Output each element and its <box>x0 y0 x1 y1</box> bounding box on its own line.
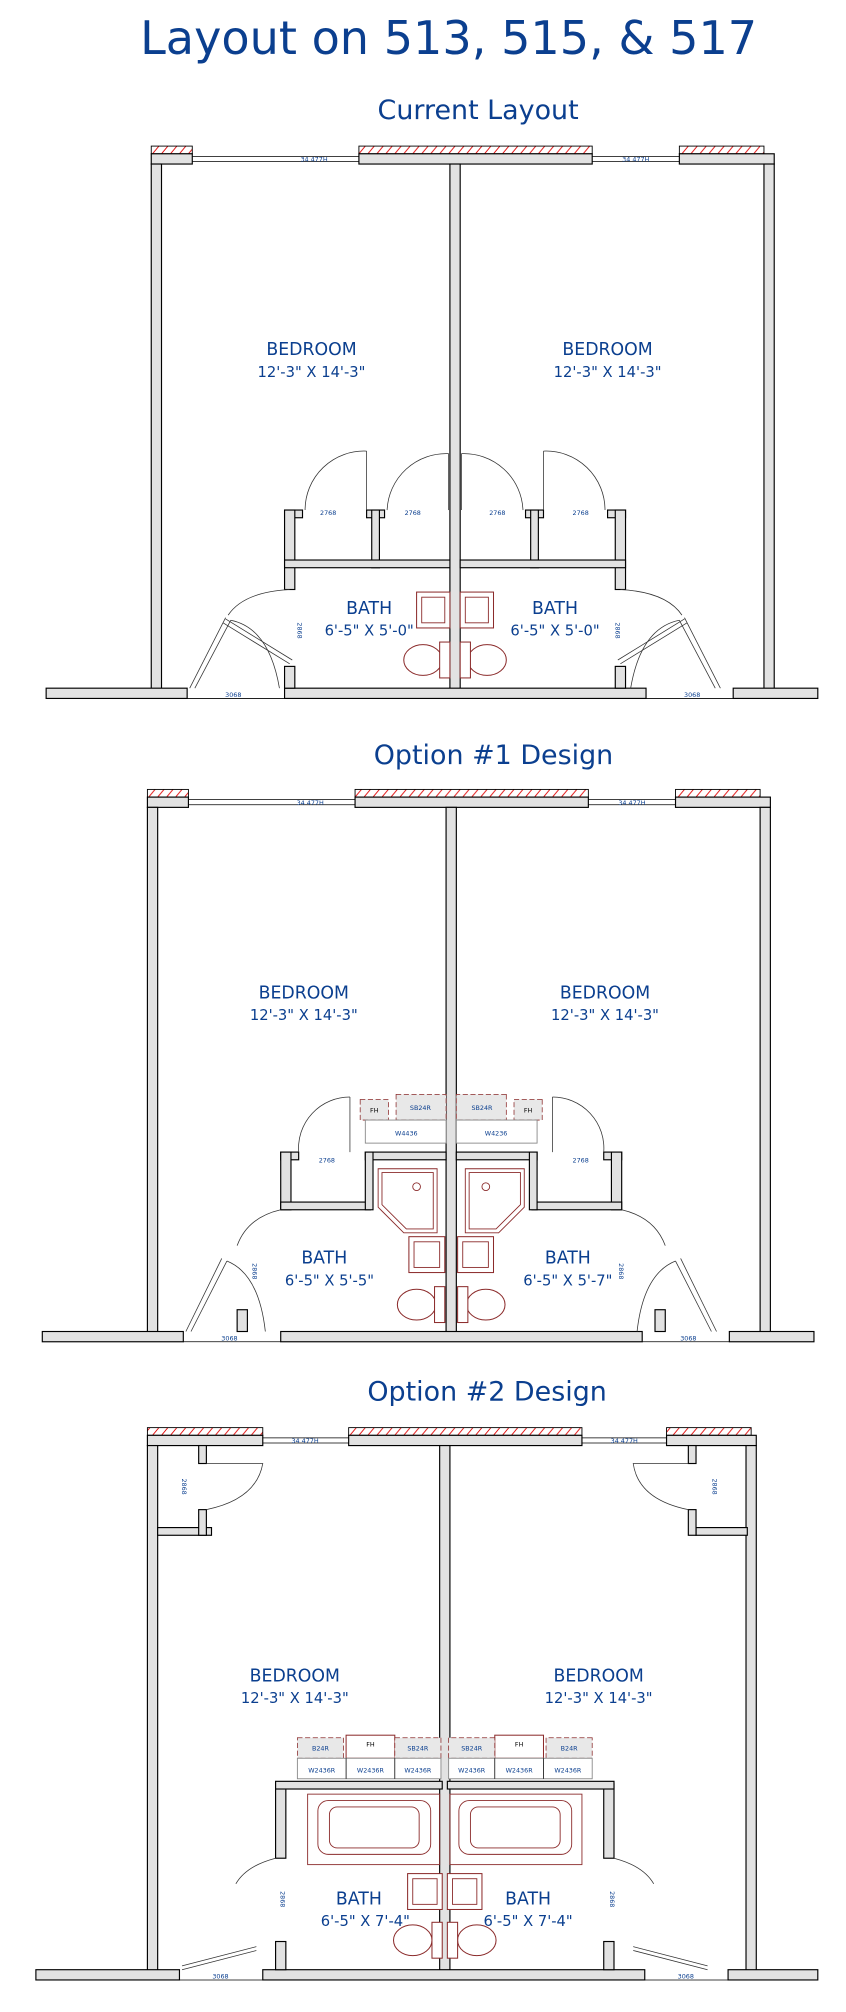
bath-dimensions: 6'-5" X 5'-0" <box>510 623 599 640</box>
door-label: 2868 <box>617 1263 625 1279</box>
bedroom-label: BEDROOM <box>553 1666 643 1686</box>
plan-heading: Current Layout <box>378 95 579 126</box>
window-label: 34 477H <box>611 1437 638 1445</box>
window-label: 34 477H <box>300 155 327 163</box>
bedroom-label: BEDROOM <box>266 340 356 360</box>
bath-label: BATH <box>505 1889 551 1909</box>
plan-heading: Option #2 Design <box>367 1377 606 1408</box>
bedroom-dimensions: 12'-3" X 14'-3" <box>545 1690 653 1707</box>
bath-dimensions: 6'-5" X 5'-0" <box>325 623 414 640</box>
window-label: 34 477H <box>291 1437 318 1445</box>
door-label: 2768 <box>319 1156 335 1164</box>
bath-dimensions: 6'-5" X 7'-4" <box>484 1913 573 1930</box>
bedroom-label: BEDROOM <box>562 340 652 360</box>
plan-option-2: Option #2 Design <box>35 1377 819 1981</box>
door-label: 2768 <box>405 509 421 517</box>
page-title: Layout on 513, 515, & 517 <box>140 11 757 65</box>
door-label: 2768 <box>320 509 336 517</box>
left-unit-interior <box>189 450 451 689</box>
bedroom-label: BEDROOM <box>259 983 349 1003</box>
cabinet-label: FH <box>515 1741 524 1749</box>
door-label: 3068 <box>221 1334 237 1342</box>
door-label: 2868 <box>180 1478 188 1494</box>
bedroom-dimensions: 12'-3" X 14'-3" <box>551 1007 659 1024</box>
door-label: 3068 <box>684 691 700 699</box>
cabinet-label: FH <box>370 1106 379 1114</box>
window-label: 34 477H <box>622 155 649 163</box>
cabinet-label: W2436R <box>554 1766 582 1774</box>
plan-option-1: Option #1 Design 34 477H 34 477H BEDROOM… <box>41 740 815 1342</box>
door-label: 2868 <box>295 622 303 638</box>
cabinet-label: SB24R <box>461 1745 483 1753</box>
bath-label: BATH <box>545 1249 591 1269</box>
door-label: 2868 <box>711 1478 719 1494</box>
cabinet-label: W2436R <box>404 1766 432 1774</box>
door-label: 2868 <box>613 622 621 638</box>
cabinet-label: W2436R <box>357 1766 385 1774</box>
cabinet-label: W2436R <box>506 1766 534 1774</box>
cabinet-label: W2436R <box>308 1766 336 1774</box>
bedroom-label: BEDROOM <box>250 1666 340 1686</box>
cabinet-label: FH <box>524 1106 533 1114</box>
bedroom-dimensions: 12'-3" X 14'-3" <box>250 1007 358 1024</box>
door-label: 2768 <box>573 509 589 517</box>
bedroom-dimensions: 12'-3" X 14'-3" <box>554 364 662 381</box>
door-label: 2768 <box>573 1156 589 1164</box>
cabinet-label: B24R <box>312 1745 330 1753</box>
cabinet-label: W4436 <box>395 1129 418 1137</box>
bath-label: BATH <box>336 1889 382 1909</box>
right-unit-interior <box>459 450 721 689</box>
window-label: 34 477H <box>297 799 324 807</box>
plan-current-layout: Current Layout 34 477H 34 477H BEDROOM 1… <box>45 95 819 699</box>
bedroom-dimensions: 12'-3" X 14'-3" <box>258 364 366 381</box>
plan-heading: Option #1 Design <box>374 740 613 771</box>
cabinet-label: W2436R <box>458 1766 486 1774</box>
bath-dimensions: 6'-5" X 5'-7" <box>523 1272 612 1289</box>
bath-label: BATH <box>532 599 578 619</box>
cabinet-label: W4236 <box>485 1129 508 1137</box>
bath-dimensions: 6'-5" X 7'-4" <box>321 1913 410 1930</box>
cabinet-label: SB24R <box>407 1745 429 1753</box>
cabinet-label: FH <box>366 1741 375 1749</box>
door-label: 3068 <box>212 1973 228 1981</box>
cabinet-label: B24R <box>561 1745 579 1753</box>
bath-label: BATH <box>346 599 392 619</box>
door-label: 2868 <box>279 1891 287 1907</box>
bedroom-label: BEDROOM <box>560 983 650 1003</box>
door-label: 2768 <box>489 509 505 517</box>
door-label: 3068 <box>678 1973 694 1981</box>
cabinet-label: SB24R <box>410 1104 432 1112</box>
bath-label: BATH <box>301 1249 347 1269</box>
door-label: 3068 <box>225 691 241 699</box>
bath-dimensions: 6'-5" X 5'-5" <box>285 1272 374 1289</box>
cabinet-label: SB24R <box>471 1104 493 1112</box>
bedroom-dimensions: 12'-3" X 14'-3" <box>241 1690 349 1707</box>
window-label: 34 477H <box>618 799 645 807</box>
door-label: 2868 <box>251 1263 259 1279</box>
door-label: 2868 <box>608 1891 616 1907</box>
door-label: 3068 <box>680 1334 696 1342</box>
